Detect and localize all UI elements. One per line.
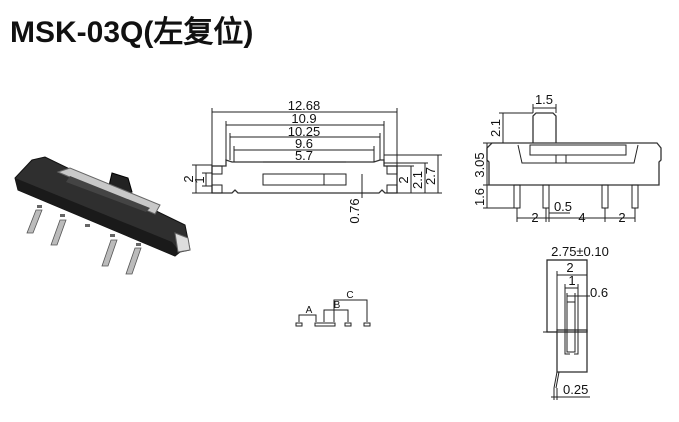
schematic-label-c: C: [346, 290, 353, 301]
schematic-label-b: B: [334, 300, 341, 311]
dim-lever-2-1: 2.1: [488, 119, 503, 137]
circuit-schematic: A B C: [295, 290, 371, 327]
dim-5-7: 5.7: [295, 148, 313, 163]
dim-12-68: 12.68: [288, 98, 321, 113]
side-pins: [513, 184, 639, 209]
dim-right-2-1: 2.1: [410, 171, 425, 189]
dim-left-1: 1: [192, 176, 207, 183]
side-view: 1.5 2.1 3.05 1.6 2 0.5 4 2: [472, 92, 662, 225]
dim-pitch-right: 2: [618, 210, 625, 225]
dim-pitch-mid: 4: [578, 210, 585, 225]
product-photo: [14, 156, 191, 275]
schematic-label-a: A: [306, 305, 313, 316]
front-view: 12.68 10.9 10.25 9.6 5.7 2 1 2 2.1 2.7 0…: [181, 98, 442, 224]
dim-pin-width: 0.5: [554, 199, 572, 214]
dim-9-6: 9.6: [295, 136, 313, 151]
photo-pins: [26, 209, 142, 275]
dim-right-2: 2: [396, 176, 411, 183]
dim-end-1: 1: [568, 273, 575, 288]
dim-width-2-75: 2.75±0.10: [551, 244, 609, 259]
dim-end-0-6: 0.6: [590, 285, 608, 300]
dim-pin-1-6: 1.6: [472, 188, 487, 206]
dim-lever-1-5: 1.5: [535, 92, 553, 107]
dim-left-2: 2: [181, 175, 196, 182]
dim-pitch-left: 2: [531, 210, 538, 225]
dim-body-3-05: 3.05: [472, 152, 487, 177]
dim-10-9: 10.9: [291, 111, 316, 126]
dim-end-2: 2: [566, 260, 573, 275]
product-title: MSK-03Q(左复位): [10, 15, 253, 49]
dim-10-25: 10.25: [288, 124, 321, 139]
dim-right-2-7: 2.7: [423, 167, 438, 185]
dim-0-76: 0.76: [347, 198, 362, 223]
dim-end-0-25: 0.25: [563, 382, 588, 397]
end-view: 2.75±0.10 2 1 0.6 0.25: [543, 244, 609, 400]
